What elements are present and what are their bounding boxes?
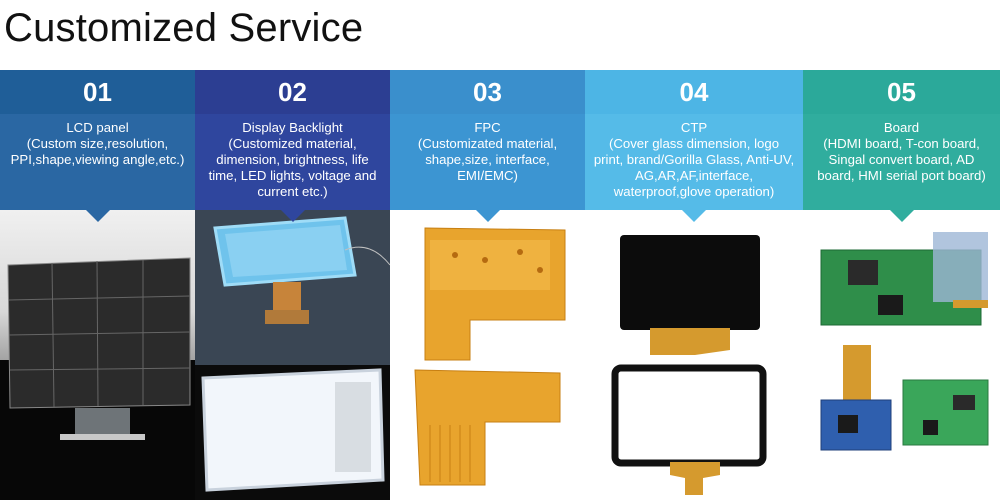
- ctp-photo: [585, 210, 803, 500]
- step-title: CTP: [680, 120, 708, 135]
- column-ctp: 04 CTP (Cover glass dimension, logo prin…: [585, 70, 803, 500]
- pointer-arrow: [84, 209, 111, 222]
- step-detail: (Cover glass dimension, logo print, bran…: [593, 136, 795, 199]
- step-detail: (Customized material, dimension, brightn…: [208, 136, 377, 199]
- step-number: 01: [0, 70, 195, 114]
- page-title: Customized Service: [4, 6, 364, 50]
- step-title: LCD panel: [66, 120, 129, 135]
- step-detail: (Customizated material, shape,size, inte…: [417, 136, 558, 183]
- step-number: 02: [195, 70, 390, 114]
- column-lcd-panel: 01 LCD panel (Custom size,resolution, PP…: [0, 70, 195, 500]
- pointer-arrow: [279, 209, 306, 222]
- step-description: Board (HDMI board, T-con board, Singal c…: [803, 114, 1000, 210]
- pointer-arrow: [888, 209, 915, 222]
- step-number: 03: [390, 70, 585, 114]
- column-fpc: 03 FPC (Customizated material, shape,siz…: [390, 70, 585, 500]
- step-detail: (HDMI board, T-con board, Singal convert…: [817, 136, 986, 183]
- backlight-photo: [195, 210, 390, 500]
- pointer-arrow: [474, 209, 501, 222]
- column-display-backlight: 02 Display Backlight (Customized materia…: [195, 70, 390, 500]
- step-number: 05: [803, 70, 1000, 114]
- step-title: Board: [883, 120, 920, 135]
- lcd-panel-photo: [0, 210, 195, 500]
- fpc-photo: [390, 210, 585, 500]
- board-photo: [803, 210, 1000, 500]
- pointer-arrow: [681, 209, 707, 222]
- step-description: FPC (Customizated material, shape,size, …: [390, 114, 585, 210]
- step-number: 04: [585, 70, 803, 114]
- step-description: Display Backlight (Customized material, …: [195, 114, 390, 210]
- step-description: LCD panel (Custom size,resolution, PPI,s…: [0, 114, 195, 210]
- step-description: CTP (Cover glass dimension, logo print, …: [585, 114, 803, 210]
- step-detail: (Custom size,resolution, PPI,shape,viewi…: [10, 136, 185, 167]
- step-title: FPC: [474, 120, 501, 135]
- column-board: 05 Board (HDMI board, T-con board, Singa…: [803, 70, 1000, 500]
- step-title: Display Backlight: [242, 120, 343, 135]
